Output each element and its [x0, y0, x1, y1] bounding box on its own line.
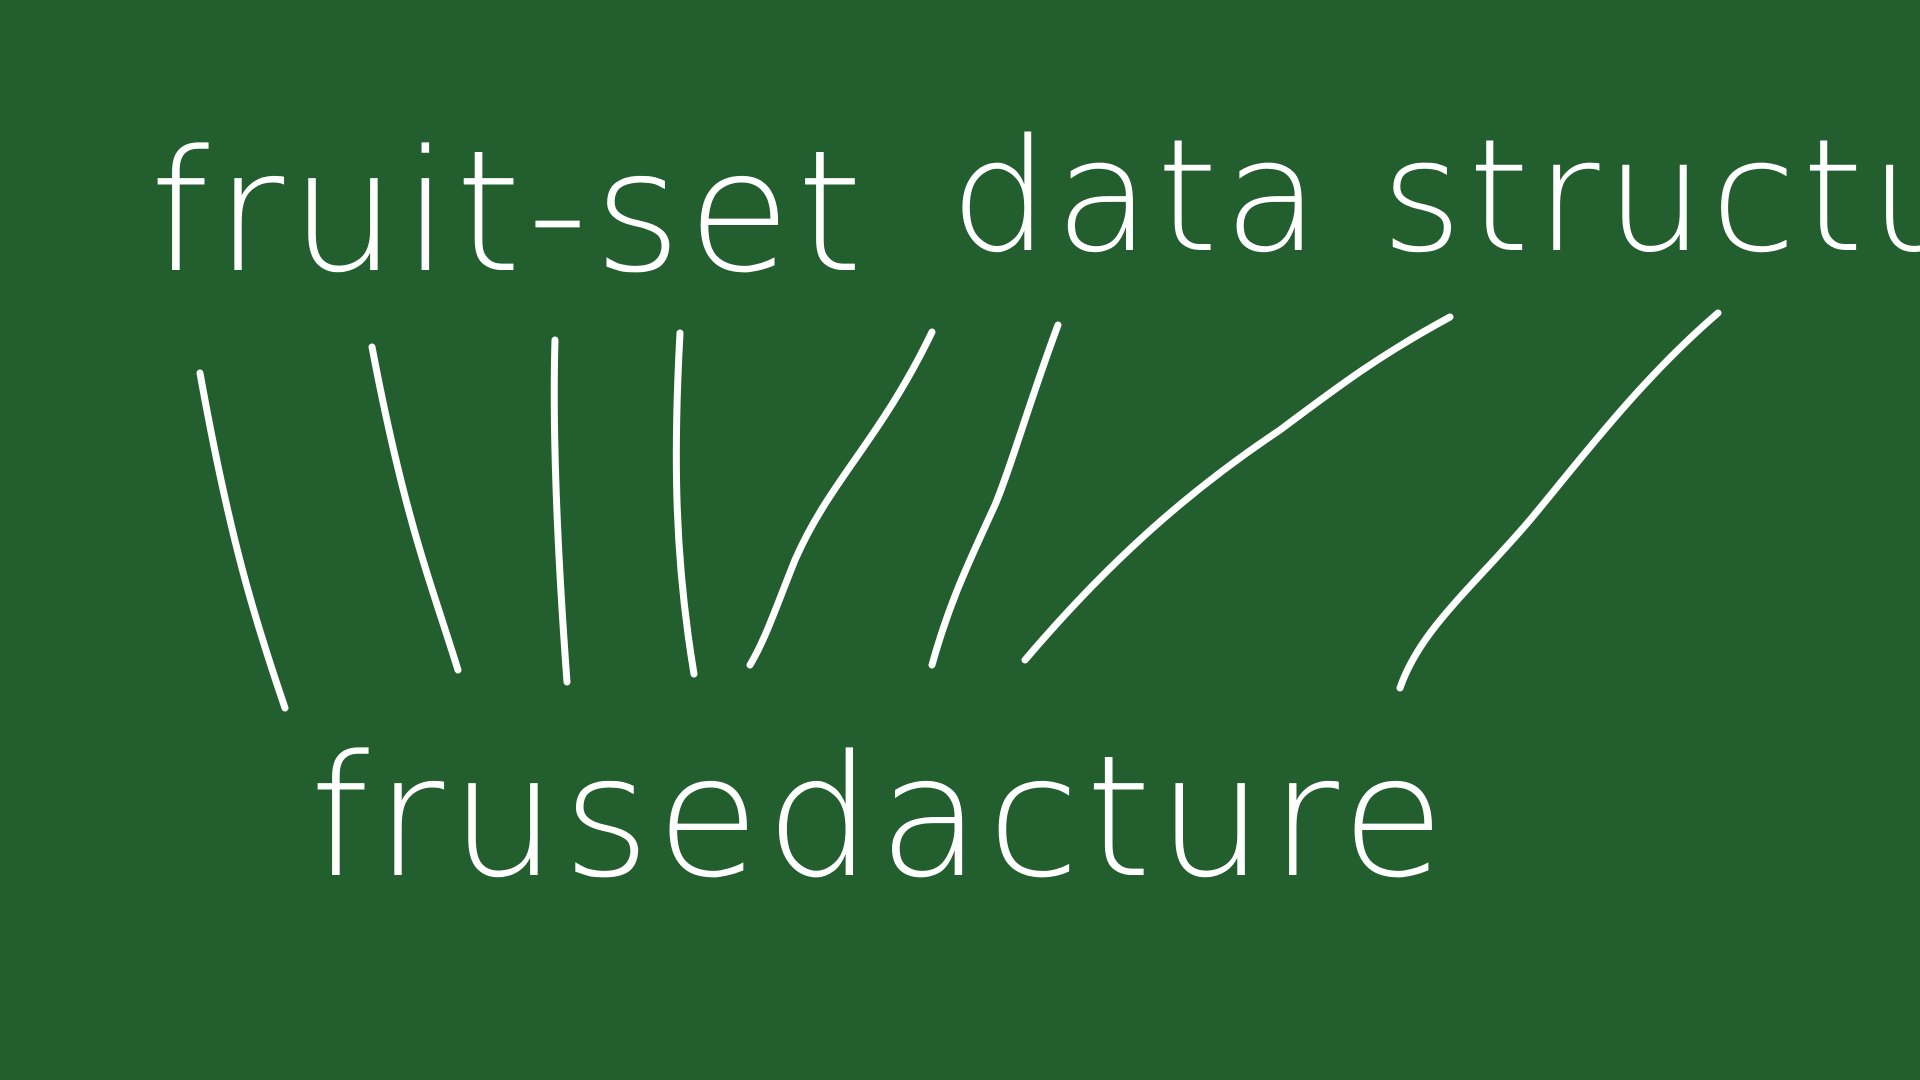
- left-word-label: fruit-set: [150, 114, 869, 310]
- connector-line-3: [550, 336, 571, 686]
- connector-line-2: [368, 343, 462, 674]
- right-word-label: data structure: [950, 105, 1920, 287]
- connector-line-1: [196, 369, 289, 712]
- connector-line-4: [672, 329, 698, 678]
- connector-line-8: [1396, 309, 1722, 692]
- connector-line-5: [746, 328, 936, 669]
- connector-line-7: [1021, 313, 1454, 664]
- connector-line-6: [928, 321, 1062, 669]
- connector-lines: [196, 309, 1722, 712]
- result-word-label: frusedacture: [310, 719, 1451, 915]
